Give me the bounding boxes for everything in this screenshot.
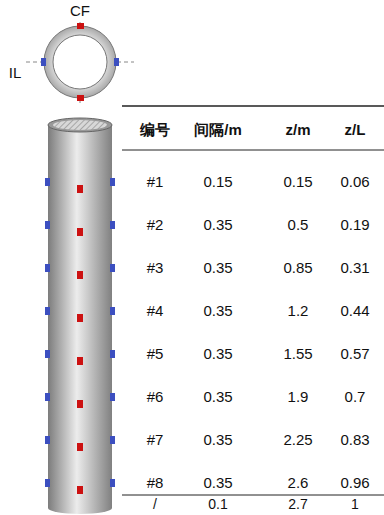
table-cell: #1	[147, 174, 164, 191]
table-cell: 1.2	[288, 303, 309, 320]
il-sensor	[110, 307, 115, 315]
cf-sensor	[77, 400, 83, 408]
pipe-top	[48, 118, 112, 132]
table-cell: #4	[147, 303, 164, 320]
table-cell: 2.6	[288, 475, 309, 492]
table-cell: 0.35	[203, 217, 232, 234]
il-sensor	[45, 264, 50, 272]
table-cell: 0.31	[340, 260, 369, 277]
il-sensor	[45, 350, 50, 358]
table-cell: 0.15	[283, 174, 312, 191]
il-sensor	[114, 58, 119, 66]
table-cell: 0.96	[340, 475, 369, 492]
table-cell: #2	[147, 217, 164, 234]
table-cell: 1.55	[283, 346, 312, 363]
table-cell: #7	[147, 432, 164, 449]
il-sensor	[45, 479, 50, 487]
cf-sensor	[77, 95, 84, 101]
il-sensor	[45, 178, 50, 186]
table-cell: 0.35	[203, 346, 232, 363]
cf-sensor	[77, 357, 83, 365]
table-cell: 0.35	[203, 389, 232, 406]
table-cell: 0.44	[340, 303, 369, 320]
table-cell: 1.9	[288, 389, 309, 406]
il-sensor	[110, 264, 115, 272]
table-cell: 2.25	[283, 432, 312, 449]
table-rule	[122, 495, 384, 496]
table-header: 间隔/m	[194, 122, 242, 139]
table-cell: 0.19	[340, 217, 369, 234]
table-header: z/m	[285, 122, 310, 139]
cf-sensor	[77, 314, 83, 322]
table-cell: 0.06	[340, 174, 369, 191]
pipe-body	[48, 125, 112, 508]
table-cell: 1	[351, 497, 359, 512]
table-rule	[122, 105, 384, 107]
direction-label: CF	[70, 3, 90, 20]
table-cell: #5	[147, 346, 164, 363]
pipe-bottom	[48, 502, 112, 514]
il-sensor	[110, 350, 115, 358]
table-cell: /	[153, 497, 157, 512]
pipe-ring	[44, 26, 116, 98]
table-cell: 0.85	[283, 260, 312, 277]
table-cell: 2.7	[288, 497, 307, 512]
il-sensor	[45, 221, 50, 229]
pipe-top-bore	[53, 120, 107, 130]
table-rule	[122, 150, 384, 151]
il-sensor	[45, 307, 50, 315]
il-sensor	[110, 393, 115, 401]
cf-sensor	[77, 228, 83, 236]
cf-sensor	[77, 443, 83, 451]
table-header: z/L	[345, 122, 366, 139]
cf-sensor	[77, 271, 83, 279]
table-cell: 0.35	[203, 475, 232, 492]
table-cell: 0.57	[340, 346, 369, 363]
il-sensor	[110, 178, 115, 186]
table-cell: 0.1	[208, 497, 227, 512]
table-cell: 0.5	[288, 217, 309, 234]
cf-sensor	[77, 185, 83, 193]
il-sensor	[110, 479, 115, 487]
pipe-bore	[53, 35, 107, 89]
direction-label: IL	[7, 65, 24, 82]
il-sensor	[110, 436, 115, 444]
il-sensor	[110, 221, 115, 229]
table-cell: #3	[147, 260, 164, 277]
table-cell: #6	[147, 389, 164, 406]
table-cell: 0.35	[203, 303, 232, 320]
table-cell: 0.83	[340, 432, 369, 449]
table-cell: 0.7	[345, 389, 366, 406]
cf-sensor	[77, 486, 83, 494]
table-header: 编号	[140, 122, 170, 139]
table-cell: 0.35	[203, 432, 232, 449]
table-cell: #8	[147, 475, 164, 492]
cf-sensor	[77, 23, 84, 29]
il-sensor	[41, 58, 46, 66]
il-sensor	[45, 393, 50, 401]
il-sensor	[45, 436, 50, 444]
table-cell: 0.15	[203, 174, 232, 191]
table-cell: 0.35	[203, 260, 232, 277]
